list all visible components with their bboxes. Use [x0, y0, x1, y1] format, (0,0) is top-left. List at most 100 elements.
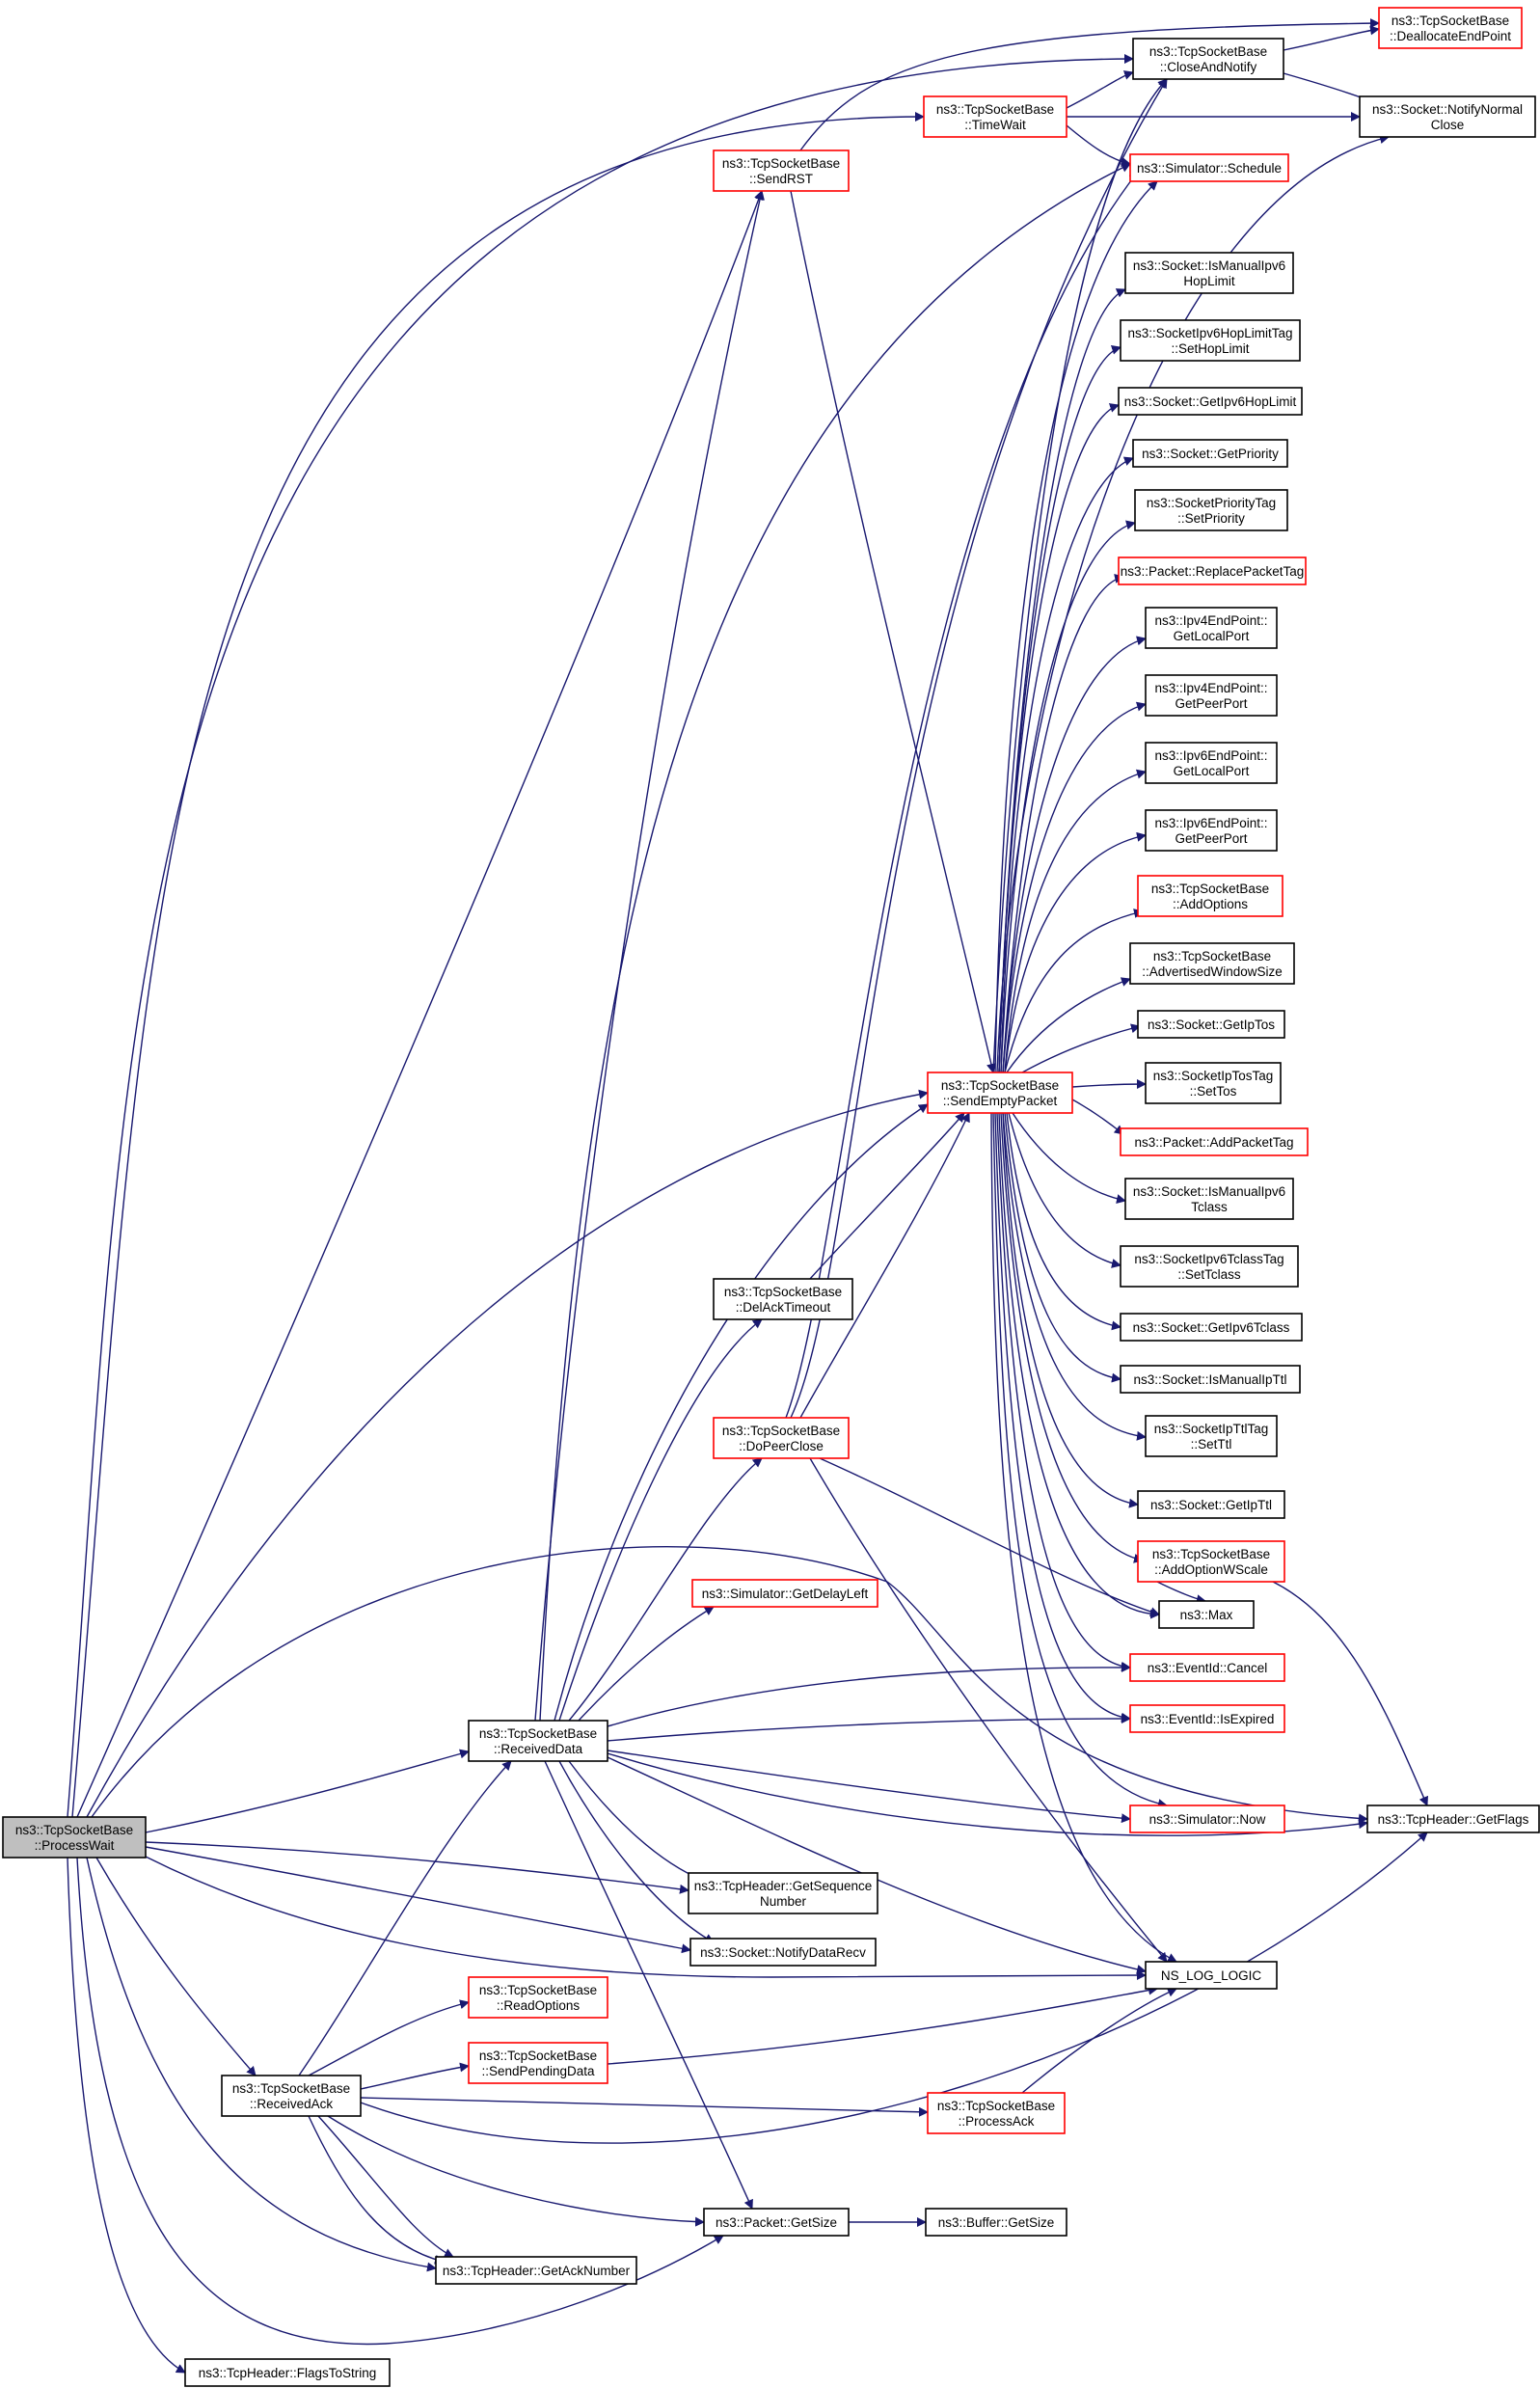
- node-label: ns3::TcpSocketBase: [15, 1823, 133, 1837]
- edge-processwait-to-closenotify: [67, 54, 1134, 1818]
- node-getdelayleft[interactable]: ns3::Simulator::GetDelayLeft: [691, 1579, 878, 1608]
- node-setttl[interactable]: ns3::SocketIpTtlTag::SetTtl: [1145, 1415, 1278, 1457]
- node-label: ::ProcessAck: [959, 2114, 1035, 2129]
- node-settos[interactable]: ns3::SocketIpTosTag::SetTos: [1145, 1062, 1282, 1104]
- edge-dopeerclose-to-sendempty: [799, 1112, 970, 1419]
- node-ipv4peer[interactable]: ns3::Ipv4EndPoint::GetPeerPort: [1145, 674, 1278, 717]
- node-addwscale[interactable]: ns3::TcpSocketBase::AddOptionWScale: [1137, 1540, 1285, 1583]
- node-label: ::AdvertisedWindowSize: [1142, 964, 1283, 979]
- node-getipv6tclass[interactable]: ns3::Socket::GetIpv6Tclass: [1120, 1313, 1303, 1342]
- node-readoptions[interactable]: ns3::TcpSocketBase::ReadOptions: [468, 1976, 608, 2019]
- edge-processwait-to-sendrst: [76, 190, 764, 1818]
- node-box: [1129, 1653, 1285, 1682]
- node-ismanualipttl[interactable]: ns3::Socket::IsManualIpTtl: [1120, 1365, 1301, 1394]
- node-label: ns3::Packet::AddPacketTag: [1134, 1135, 1293, 1150]
- edge-receiveddata-to-cancel: [607, 1662, 1131, 1727]
- edge-sendempty-to-addoptions: [1004, 909, 1144, 1073]
- node-box: [1145, 607, 1278, 649]
- node-box: [923, 95, 1067, 138]
- node-label: GetPeerPort: [1175, 831, 1247, 846]
- node-getipv6hop[interactable]: ns3::Socket::GetIpv6HopLimit: [1118, 387, 1303, 416]
- node-box: [689, 1938, 877, 1967]
- edge-processwait-to-flagstostring: [67, 1857, 186, 2374]
- node-notifydatarecv[interactable]: ns3::Socket::NotifyDataRecv: [689, 1938, 877, 1967]
- node-setpriority[interactable]: ns3::SocketPriorityTag::SetPriority: [1134, 489, 1288, 531]
- edge-processwait-to-getseq: [145, 1841, 689, 1894]
- node-getpriority[interactable]: ns3::Socket::GetPriority: [1132, 439, 1288, 468]
- node-ipv6local[interactable]: ns3::Ipv6EndPoint::GetLocalPort: [1145, 742, 1278, 784]
- node-label: ns3::Simulator::Now: [1149, 1812, 1266, 1827]
- node-replacetag[interactable]: ns3::Packet::ReplacePacketTag: [1118, 556, 1307, 585]
- edge-sendempty-to-setpriority: [1000, 520, 1136, 1073]
- edge-receiveddata-to-sendrst: [534, 190, 765, 1722]
- node-box: [1120, 319, 1301, 362]
- edge-receiveddata-to-now: [607, 1750, 1131, 1824]
- node-processwait[interactable]: ns3::TcpSocketBase::ProcessWait: [2, 1816, 147, 1859]
- node-box: [468, 1976, 608, 2019]
- node-box: [1366, 1805, 1540, 1833]
- node-schedule[interactable]: ns3::Simulator::Schedule: [1129, 153, 1289, 182]
- node-sendempty[interactable]: ns3::TcpSocketBase::SendEmptyPacket: [927, 1072, 1073, 1114]
- node-box: [1145, 742, 1278, 784]
- node-getacknumber[interactable]: ns3::TcpHeader::GetAckNumber: [435, 2256, 637, 2285]
- node-ipv6peer[interactable]: ns3::Ipv6EndPoint::GetPeerPort: [1145, 809, 1278, 852]
- node-label: ns3::Ipv6EndPoint::: [1154, 816, 1267, 830]
- edge-addwscale-to-max: [1156, 1581, 1206, 1605]
- node-sendrst[interactable]: ns3::TcpSocketBase::SendRST: [713, 149, 850, 192]
- node-label: ::ProcessWait: [35, 1838, 115, 1853]
- node-box: [1120, 1245, 1299, 1288]
- node-ipv4local[interactable]: ns3::Ipv4EndPoint::GetLocalPort: [1145, 607, 1278, 649]
- edge-sendempty-to-isexpired: [994, 1112, 1131, 1723]
- node-label: ns3::Ipv4EndPoint::: [1154, 613, 1267, 628]
- edge-receiveddata-to-sendempty: [554, 1103, 929, 1722]
- node-box: [1359, 95, 1536, 138]
- node-max[interactable]: ns3::Max: [1158, 1600, 1255, 1629]
- node-closenotify[interactable]: ns3::TcpSocketBase::CloseAndNotify: [1132, 38, 1284, 80]
- edge-sendempty-to-setttl: [1002, 1112, 1147, 1441]
- node-isexpired[interactable]: ns3::EventId::IsExpired: [1129, 1704, 1285, 1733]
- node-delacktimeout[interactable]: ns3::TcpSocketBase::DelAckTimeout: [713, 1278, 853, 1320]
- node-buffergetsize[interactable]: ns3::Buffer::GetSize: [925, 2208, 1067, 2237]
- node-cancel[interactable]: ns3::EventId::Cancel: [1129, 1653, 1285, 1682]
- node-receivedack[interactable]: ns3::TcpSocketBase::ReceivedAck: [221, 2075, 362, 2117]
- node-getflags[interactable]: ns3::TcpHeader::GetFlags: [1366, 1805, 1540, 1833]
- edge-receivedack-to-getacknumber: [317, 2115, 454, 2258]
- node-getiptos[interactable]: ns3::Socket::GetIpTos: [1137, 1010, 1285, 1039]
- node-label: ns3::Socket::GetIpTtl: [1150, 1498, 1272, 1512]
- node-addoptions[interactable]: ns3::TcpSocketBase::AddOptions: [1137, 875, 1283, 917]
- node-label: Tclass: [1191, 1200, 1228, 1214]
- node-dopeerclose[interactable]: ns3::TcpSocketBase::DoPeerClose: [713, 1417, 850, 1459]
- node-box: [1124, 1178, 1294, 1220]
- node-getipttl[interactable]: ns3::Socket::GetIpTtl: [1137, 1490, 1285, 1519]
- node-box: [2, 1816, 147, 1859]
- node-label: ns3::EventId::IsExpired: [1141, 1712, 1275, 1726]
- edge-sendempty-to-ipv4peer: [1002, 701, 1147, 1073]
- edge-sendempty-to-getipv6tclass: [1006, 1112, 1121, 1331]
- node-label: ::TimeWait: [964, 118, 1026, 132]
- node-dealloc[interactable]: ns3::TcpSocketBase::DeallocateEndPoint: [1378, 7, 1523, 49]
- edge-sendempty-to-now: [992, 1112, 1168, 1808]
- node-timewait[interactable]: ns3::TcpSocketBase::TimeWait: [923, 95, 1067, 138]
- node-label: ns3::TcpSocketBase: [1151, 882, 1269, 896]
- node-packetgetsize[interactable]: ns3::Packet::GetSize: [703, 2208, 850, 2237]
- node-flagstostring[interactable]: ns3::TcpHeader::FlagsToString: [184, 2358, 391, 2387]
- node-label: ns3::TcpSocketBase: [937, 2099, 1055, 2113]
- node-now[interactable]: ns3::Simulator::Now: [1129, 1805, 1285, 1833]
- node-advwindow[interactable]: ns3::TcpSocketBase::AdvertisedWindowSize: [1129, 942, 1295, 985]
- node-label: ns3::TcpHeader::GetSequence: [694, 1879, 873, 1893]
- node-receiveddata[interactable]: ns3::TcpSocketBase::ReceivedData: [468, 1720, 608, 1762]
- node-processack[interactable]: ns3::TcpSocketBase::ProcessAck: [927, 2092, 1066, 2134]
- node-sendpending[interactable]: ns3::TcpSocketBase::SendPendingData: [468, 2042, 608, 2084]
- node-nslog[interactable]: NS_LOG_LOGIC: [1145, 1961, 1278, 1990]
- node-box: [1129, 1805, 1285, 1833]
- node-sethoplimit[interactable]: ns3::SocketIpv6HopLimitTag::SetHopLimit: [1120, 319, 1301, 362]
- node-box: [1145, 1062, 1282, 1104]
- node-addpackettag[interactable]: ns3::Packet::AddPacketTag: [1120, 1127, 1309, 1156]
- node-settclass[interactable]: ns3::SocketIpv6TclassTag::SetTclass: [1120, 1245, 1299, 1288]
- edge-timewait-to-schedule: [1066, 124, 1131, 167]
